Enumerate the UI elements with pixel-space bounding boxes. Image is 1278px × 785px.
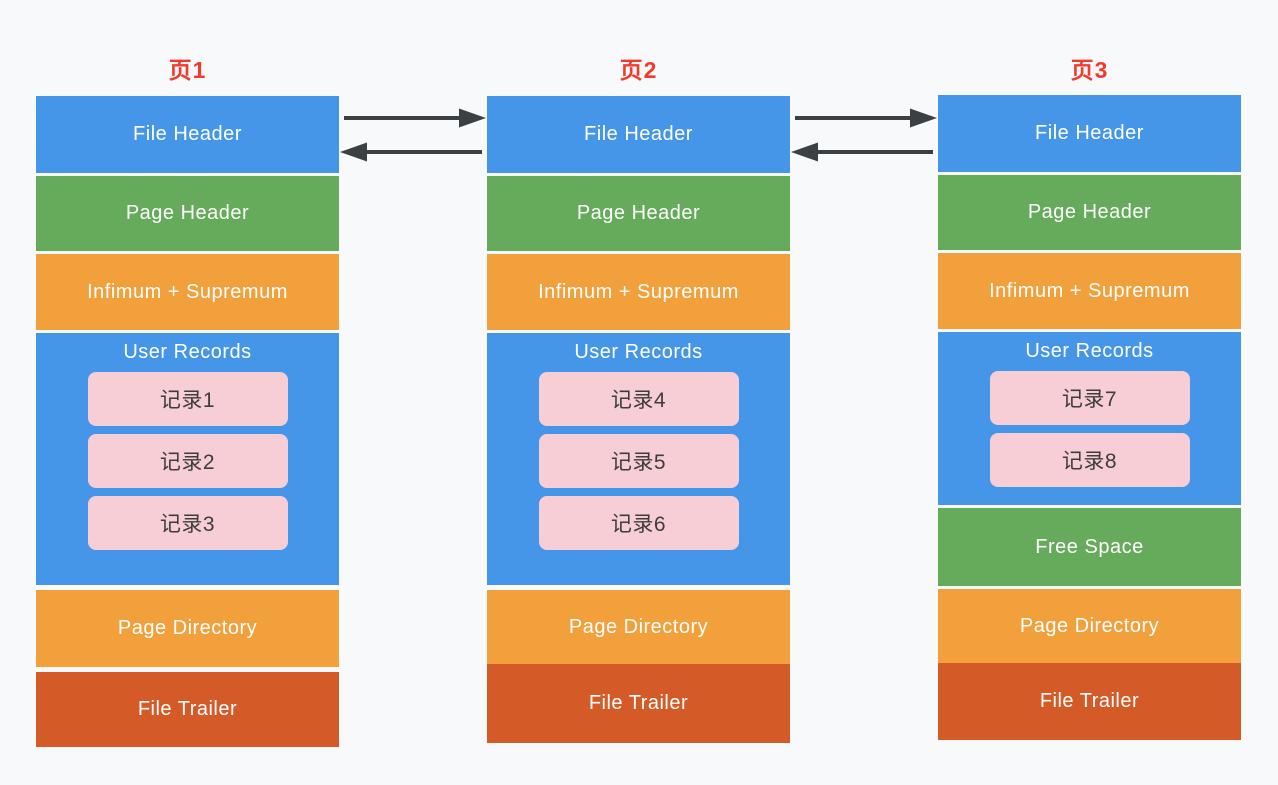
user-records-label: User Records (1025, 340, 1154, 362)
page-3-user-records: User Records 记录7 记录8 (938, 332, 1241, 505)
page-2-user-records: User Records 记录4 记录5 记录6 (487, 333, 790, 585)
page-3-page-directory: Page Directory (938, 589, 1241, 663)
page-3-page-header: Page Header (938, 175, 1241, 250)
page-2-infimum-supremum: Infimum + Supremum (487, 254, 790, 330)
file-trailer-label: File Trailer (137, 698, 238, 720)
link-arrows-page1-page2 (339, 100, 487, 170)
infimum-supremum-label: Infimum + Supremum (538, 280, 739, 303)
page-directory-label: Page Directory (568, 615, 709, 638)
page-3-free-space: Free Space (938, 508, 1241, 586)
page-3-column: 页3 File Header Page Header Infimum + Sup… (938, 0, 1241, 785)
page-1-file-header: File Header (36, 96, 339, 173)
page-directory-label: Page Directory (1019, 614, 1160, 637)
page-2-column: 页2 File Header Page Header Infimum + Sup… (487, 0, 790, 785)
file-header-label: File Header (1035, 122, 1144, 144)
page-directory-label: Page Directory (117, 617, 258, 639)
record-3: 记录3 (87, 496, 288, 550)
page-3-infimum-supremum: Infimum + Supremum (938, 253, 1241, 329)
file-trailer-label: File Trailer (1039, 690, 1140, 712)
free-space-label: Free Space (1035, 535, 1144, 558)
page-2-file-trailer: File Trailer (487, 664, 790, 743)
record-5: 记录5 (538, 434, 739, 488)
page-2-page-header: Page Header (487, 176, 790, 251)
user-records-label: User Records (574, 341, 703, 363)
page-1-infimum-supremum: Infimum + Supremum (36, 254, 339, 330)
page-2-title: 页2 (619, 57, 658, 83)
page-3-file-header: File Header (938, 95, 1241, 172)
page-2-page-directory: Page Directory (487, 590, 790, 664)
file-trailer-label: File Trailer (588, 692, 689, 714)
record-2: 记录2 (87, 434, 288, 488)
record-8: 记录8 (989, 433, 1190, 487)
page-1-page-directory: Page Directory (36, 590, 339, 667)
page-header-label: Page Header (576, 202, 701, 224)
page-1-page-header: Page Header (36, 176, 339, 251)
record-7: 记录7 (989, 371, 1190, 425)
link-arrows-page2-page3 (790, 100, 938, 170)
page-1-column: 页1 File Header Page Header Infimum + Sup… (36, 0, 339, 785)
file-header-label: File Header (584, 123, 693, 145)
page-1-user-records: User Records 记录1 记录2 记录3 (36, 333, 339, 585)
file-header-label: File Header (133, 123, 242, 145)
page-3-file-trailer: File Trailer (938, 663, 1241, 740)
page-3-title: 页3 (1070, 57, 1109, 83)
record-1: 记录1 (87, 372, 288, 426)
next-prev-arrow-icon (791, 108, 937, 162)
infimum-supremum-label: Infimum + Supremum (87, 280, 288, 303)
infimum-supremum-label: Infimum + Supremum (989, 279, 1190, 302)
page-1-title: 页1 (168, 57, 207, 83)
page-header-label: Page Header (125, 202, 250, 224)
page-header-label: Page Header (1027, 201, 1152, 223)
page-1-file-trailer: File Trailer (36, 672, 339, 747)
user-records-label: User Records (123, 341, 252, 363)
next-prev-arrow-icon (340, 108, 486, 162)
record-4: 记录4 (538, 372, 739, 426)
page-2-file-header: File Header (487, 96, 790, 173)
record-6: 记录6 (538, 496, 739, 550)
